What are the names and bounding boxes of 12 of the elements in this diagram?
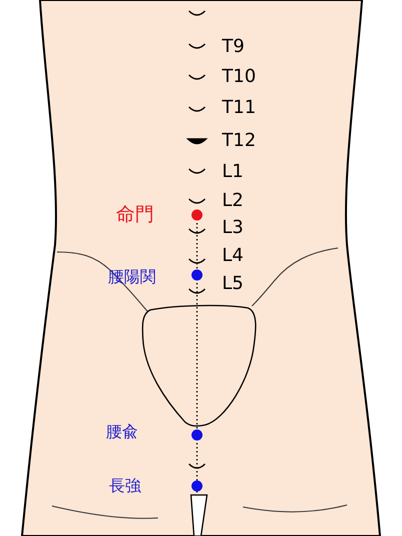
vertebra-label: L4 bbox=[222, 247, 244, 265]
vertebra-label: T12 bbox=[222, 132, 256, 150]
vertebra-label: L3 bbox=[222, 219, 244, 237]
acupoint-label: 腰兪 bbox=[106, 424, 138, 440]
vertebra-label: T10 bbox=[222, 68, 256, 86]
vertebra-label: T11 bbox=[222, 99, 256, 117]
acupoint-label: 長強 bbox=[109, 478, 141, 494]
acupoint-label: 命門 bbox=[116, 206, 154, 224]
vertebra-label: L1 bbox=[222, 163, 244, 181]
vertebra-label: L2 bbox=[222, 192, 244, 210]
vertebra-label: L5 bbox=[222, 275, 244, 293]
vertebra-label: T9 bbox=[222, 38, 244, 56]
